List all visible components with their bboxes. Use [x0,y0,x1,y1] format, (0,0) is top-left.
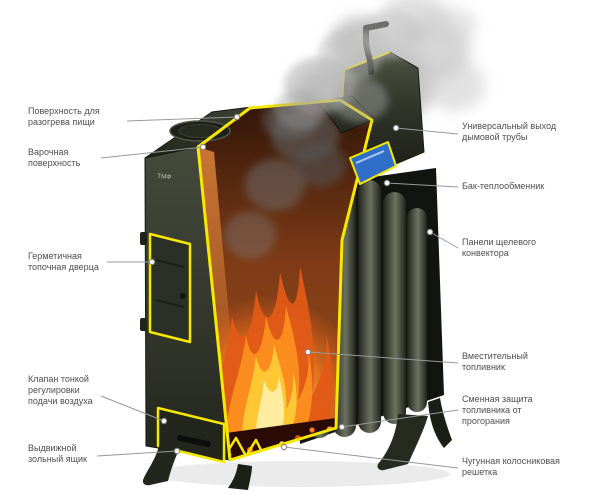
leader-line [395,127,459,135]
callout-label-cast-iron-grate: Чугунная колосниковая решетка [462,456,560,477]
callout-label-firebox-protection: Сменная защита топливника от прогорания [462,394,533,426]
callout-dot [426,228,434,236]
firebox-door [148,232,192,344]
callout-dot [338,423,346,431]
callout-dot [383,179,391,187]
leader-line [386,182,459,188]
door-latch [180,293,186,299]
callout-dots [148,113,434,455]
callout-dot [280,443,288,451]
leader-line [429,231,459,249]
drawer-handle [177,435,211,447]
callout-dot [233,113,241,121]
callout-dot [160,417,168,425]
leader-line [126,116,238,122]
callout-label-convector-panels: Панели щелевого конвектора [462,237,536,258]
leader-line [100,395,165,422]
leader-line [341,409,459,428]
callout-label-firebox-door: Герметичная топочная дверца [28,251,99,272]
callout-label-ash-drawer: Выдвижной зольный ящик [28,443,87,464]
callout-dot [199,143,207,151]
brand-logo: ТМФ [157,173,172,181]
coal-bed [204,418,336,460]
hinge-bottom [140,318,147,331]
ground-shadow [150,461,450,487]
leader-line [307,351,459,364]
callout-dot [148,258,156,266]
hinge-top [140,232,147,245]
smoke-plume-front [274,11,424,130]
callout-label-cooking-surface: Варочная поверхность [28,147,81,168]
leader-line [100,146,204,159]
leader-line [283,446,459,469]
heat-exchanger-tank [349,141,397,185]
callout-dot [173,447,181,455]
leader-line [96,450,178,457]
leader-lines [96,116,459,469]
callout-label-air-valve: Клапан тонкой регулировки подачи воздуха [28,374,93,406]
callout-label-food-warming-surface: Поверхность для разогрева пищи [28,106,100,127]
callout-dot [304,348,312,356]
legs [142,398,452,490]
callout-dot [392,124,400,132]
callout-label-chimney-outlet: Универсальный выход дымовой трубы [462,121,557,142]
callout-label-firebox: Вместительный топливник [462,351,528,372]
callout-label-heat-exchanger: Бак-теплообменник [462,181,545,191]
